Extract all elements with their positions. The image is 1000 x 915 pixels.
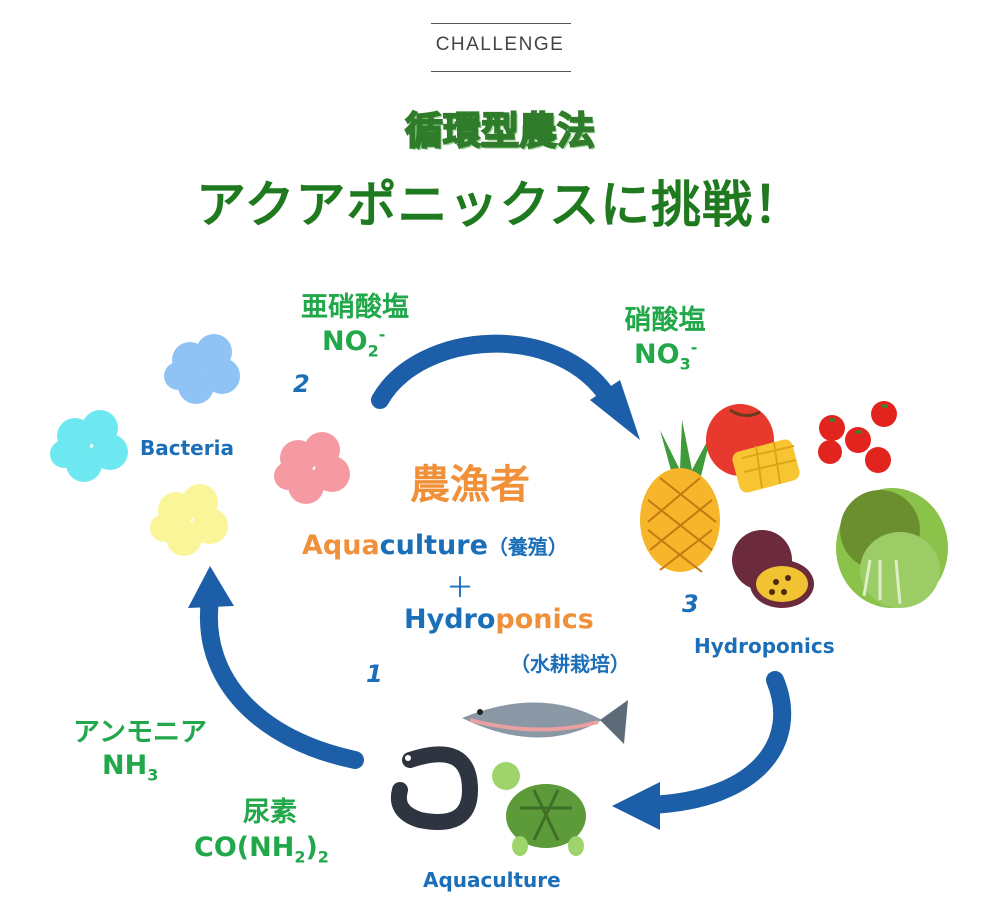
center-hydroponics-line: Hydroponics (404, 604, 594, 635)
pineapple-icon (640, 420, 720, 573)
nitrite-name: 亜硝酸塩 (301, 292, 409, 323)
nitrate-formula: NO3- (634, 338, 697, 373)
node-aquaculture: Aquaculture (423, 868, 561, 892)
nitrate-formula-sub: 3 (679, 354, 691, 374)
nitrate-formula-base: NO (634, 339, 680, 370)
aquaculture-part1: Aqua (302, 530, 380, 561)
step-2: 2 (293, 370, 310, 398)
bacteria-blob-pink (274, 432, 350, 504)
hydroponics-note: （水耕栽培） (510, 652, 630, 676)
page-title: アクアポニックスに挑戦！ (196, 176, 804, 234)
subtitle: 循環型農法 (404, 108, 596, 154)
hydroponics-part2: ponics (495, 604, 594, 635)
nitrite-formula-sub: 2 (367, 341, 379, 361)
tomato-icon (818, 401, 897, 473)
eel-icon (391, 746, 479, 830)
urea-formula-b: ) (305, 832, 318, 863)
ammonia-formula-base: NH (102, 750, 148, 781)
urea-formula-sub2: 2 (317, 847, 329, 867)
node-hydroponics: Hydroponics (694, 634, 835, 658)
bacteria-blob-cyan (50, 410, 128, 482)
urea-formula: CO(NH2)2 (194, 832, 329, 866)
urea-name: 尿素 (243, 797, 297, 828)
step-3: 3 (682, 590, 699, 618)
step-1: 1 (366, 660, 383, 688)
eyebrow-rule-bottom (431, 71, 571, 72)
bacteria-blob-blue (164, 334, 240, 404)
turtle-icon (492, 762, 586, 856)
nitrite-formula-sup: - (378, 325, 386, 344)
arrow-left (188, 566, 364, 769)
node-bacteria: Bacteria (140, 436, 234, 460)
mango-icon (706, 404, 800, 493)
center-plus: ＋ (445, 571, 474, 604)
urea-formula-a: CO(NH (194, 832, 295, 863)
center-aquaculture-line: Aquaculture（養殖） (302, 530, 568, 561)
urea-formula-sub1: 2 (294, 847, 306, 867)
bacteria-blob-yellow (150, 484, 228, 556)
ammonia-formula: NH3 (102, 750, 158, 784)
arrow-top (371, 334, 640, 440)
arrow-right (612, 671, 792, 830)
nitrite-formula-base: NO (322, 326, 368, 357)
ammonia-formula-sub: 3 (147, 765, 159, 785)
lettuce-icon (836, 488, 948, 608)
nitrate-formula-sup: - (690, 338, 698, 357)
aquaculture-part2: culture (379, 530, 488, 561)
nitrate-name: 硝酸塩 (624, 305, 706, 336)
nitrite-formula: NO2- (322, 325, 385, 360)
hydroponics-part1: Hydro (404, 604, 496, 635)
eyebrow-label: CHALLENGE (435, 34, 565, 55)
ammonia-name: アンモニア (73, 717, 207, 748)
passion-fruit-icon (732, 530, 814, 608)
eyebrow-rule-top (431, 23, 571, 24)
fish-icon (462, 700, 628, 744)
aquaculture-note: （養殖） (487, 535, 568, 559)
center-heading: 農漁者 (410, 462, 530, 508)
